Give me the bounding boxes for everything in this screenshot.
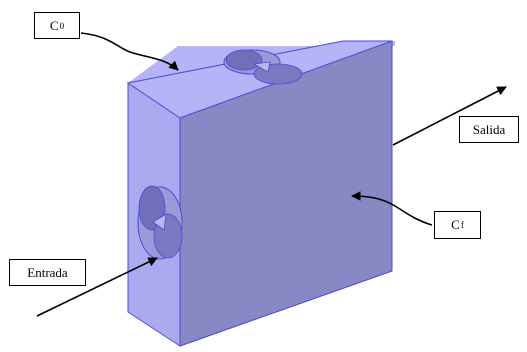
entrada-arrow bbox=[36, 257, 158, 317]
entrada-label-text: Entrada bbox=[27, 264, 68, 280]
c0-label-main: C bbox=[49, 17, 59, 33]
entrada-label: Entrada bbox=[9, 259, 86, 286]
cf-label-sub: f bbox=[460, 220, 464, 230]
salida-arrow bbox=[392, 86, 507, 146]
c0-leader-arrow bbox=[80, 32, 179, 71]
left-port-propeller bbox=[137, 185, 183, 260]
salida-label: Salida bbox=[459, 116, 519, 143]
block-front-face bbox=[179, 40, 393, 347]
salida-label-text: Salida bbox=[472, 121, 506, 137]
top-port-propeller bbox=[223, 49, 303, 85]
cf-leader-arrow bbox=[351, 191, 433, 226]
c0-label-sub: 0 bbox=[59, 20, 65, 31]
cf-label-main: C bbox=[451, 217, 460, 232]
